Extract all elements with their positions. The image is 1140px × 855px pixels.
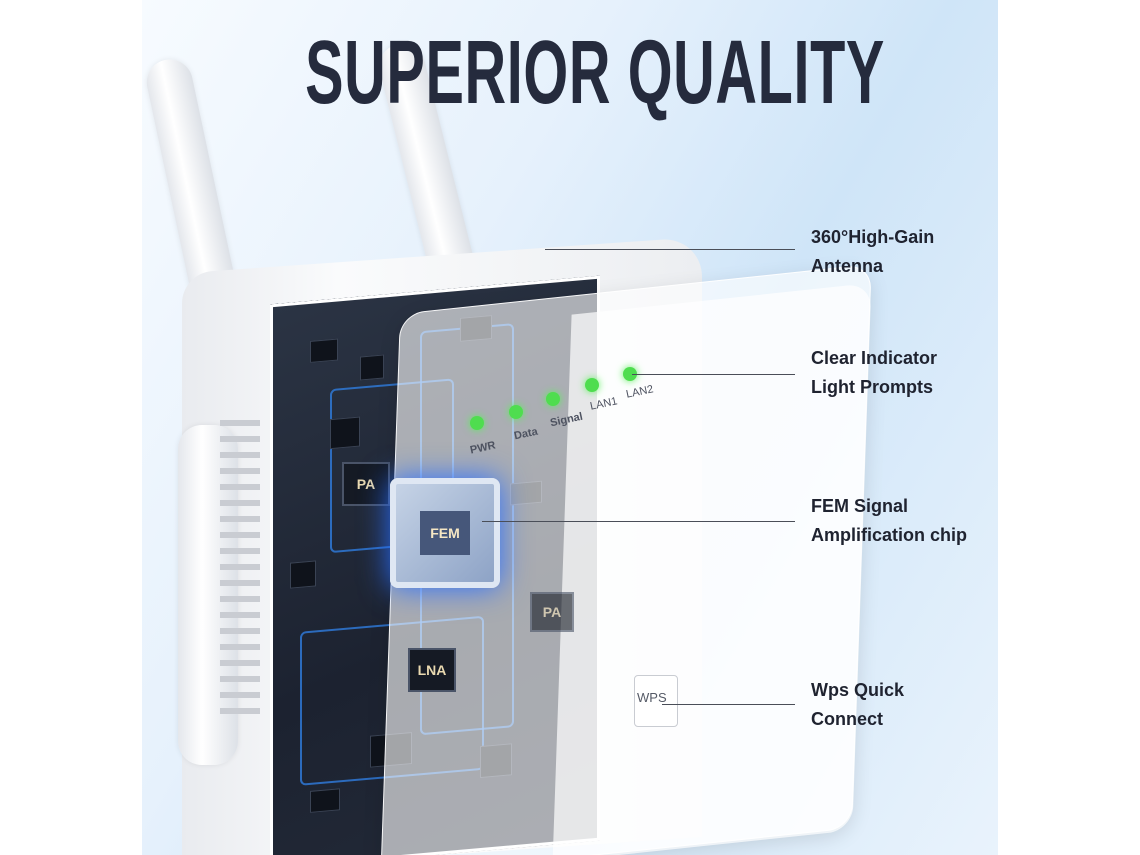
led-signal bbox=[546, 392, 560, 406]
wps-button: WPS bbox=[634, 675, 678, 727]
lna-chip: LNA bbox=[408, 648, 456, 692]
led-lan1 bbox=[585, 378, 599, 392]
vents bbox=[220, 420, 260, 720]
pa-chip: PA bbox=[342, 462, 390, 506]
callout-line bbox=[545, 249, 795, 250]
led-pwr bbox=[470, 416, 484, 430]
callout-line bbox=[482, 521, 795, 522]
led-data bbox=[509, 405, 523, 419]
led-lan2 bbox=[623, 367, 637, 381]
callout-line bbox=[632, 374, 795, 375]
pa-chip: PA bbox=[530, 592, 574, 632]
product-image: PA LNA FEM PA PWR Data Signal LAN1 LAN2 … bbox=[142, 0, 998, 855]
fem-chip: FEM bbox=[390, 478, 500, 588]
headline: SUPERIOR QUALITY bbox=[305, 23, 885, 123]
callout-line bbox=[662, 704, 795, 705]
